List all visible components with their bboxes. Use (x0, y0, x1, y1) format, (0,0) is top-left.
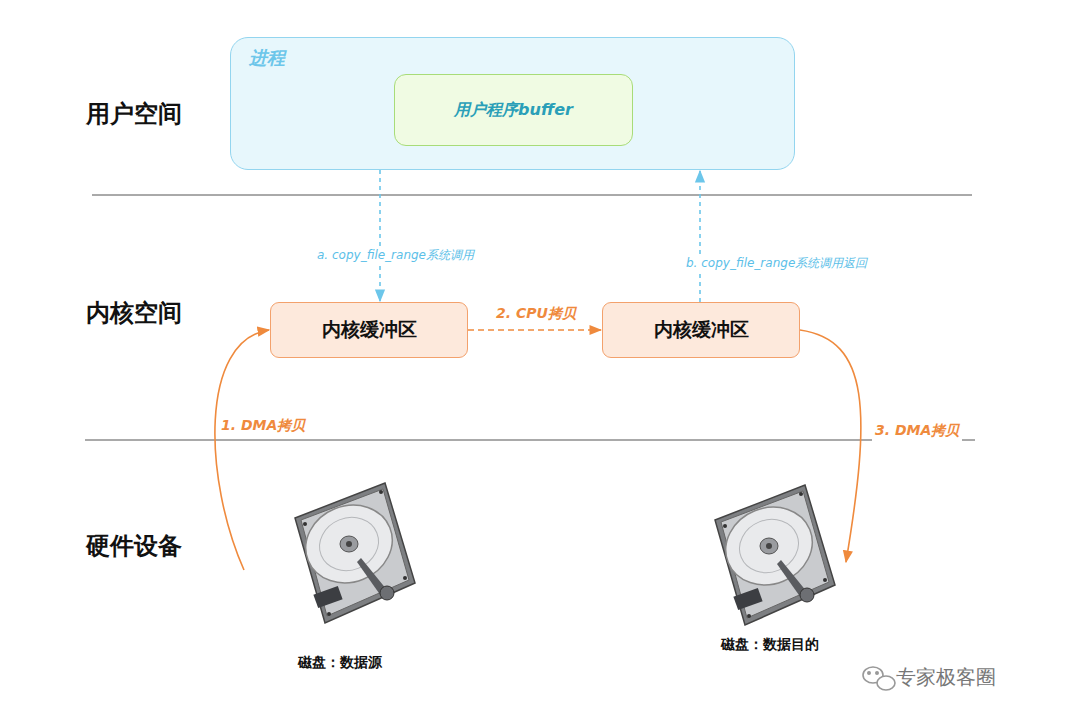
edge-label: b. copy_file_range系统调用返回 (684, 254, 869, 273)
node-label: 磁盘：数据源 (250, 654, 430, 672)
hard-disk-illustration (695, 480, 845, 630)
zone-label: 硬件设备 (86, 530, 182, 562)
disk-node: 磁盘：数据目的 (690, 470, 850, 660)
kernel-buffer-box: 内核缓冲区 (602, 302, 800, 358)
disk-node: 磁盘：数据源 (250, 478, 430, 678)
edge-label: a. copy_file_range系统调用 (315, 246, 476, 265)
connector-arrow (468, 329, 601, 331)
hard-disk-illustration (275, 478, 425, 628)
node-label: 磁盘：数据目的 (690, 636, 850, 654)
edge-label: 1. DMA拷贝 (218, 416, 308, 436)
connector-arrow (699, 171, 701, 302)
divider-line (85, 440, 975, 441)
node-label: 进程 (249, 46, 285, 70)
edge-label: 3. DMA拷贝 (872, 421, 962, 441)
divider-line (92, 195, 972, 196)
node-label: 用户程序buffer (454, 100, 573, 121)
edge-label: 2. CPU拷贝 (493, 304, 579, 324)
node-label: 内核缓冲区 (654, 317, 749, 343)
process-band: 进程用户程序buffer (230, 37, 795, 170)
zone-label: 用户空间 (86, 98, 182, 130)
wechat-icon (863, 667, 895, 690)
hard-disk (275, 478, 425, 628)
kernel-buffer-box: 内核缓冲区 (270, 302, 468, 358)
watermark: 专家极客圈 (896, 664, 996, 691)
buffer-box: 用户程序buffer (394, 74, 633, 146)
connector-arrow (215, 330, 269, 570)
node-label: 内核缓冲区 (322, 317, 417, 343)
connector-arrow (379, 170, 381, 301)
hard-disk (695, 480, 845, 630)
zone-label: 内核空间 (86, 297, 182, 329)
